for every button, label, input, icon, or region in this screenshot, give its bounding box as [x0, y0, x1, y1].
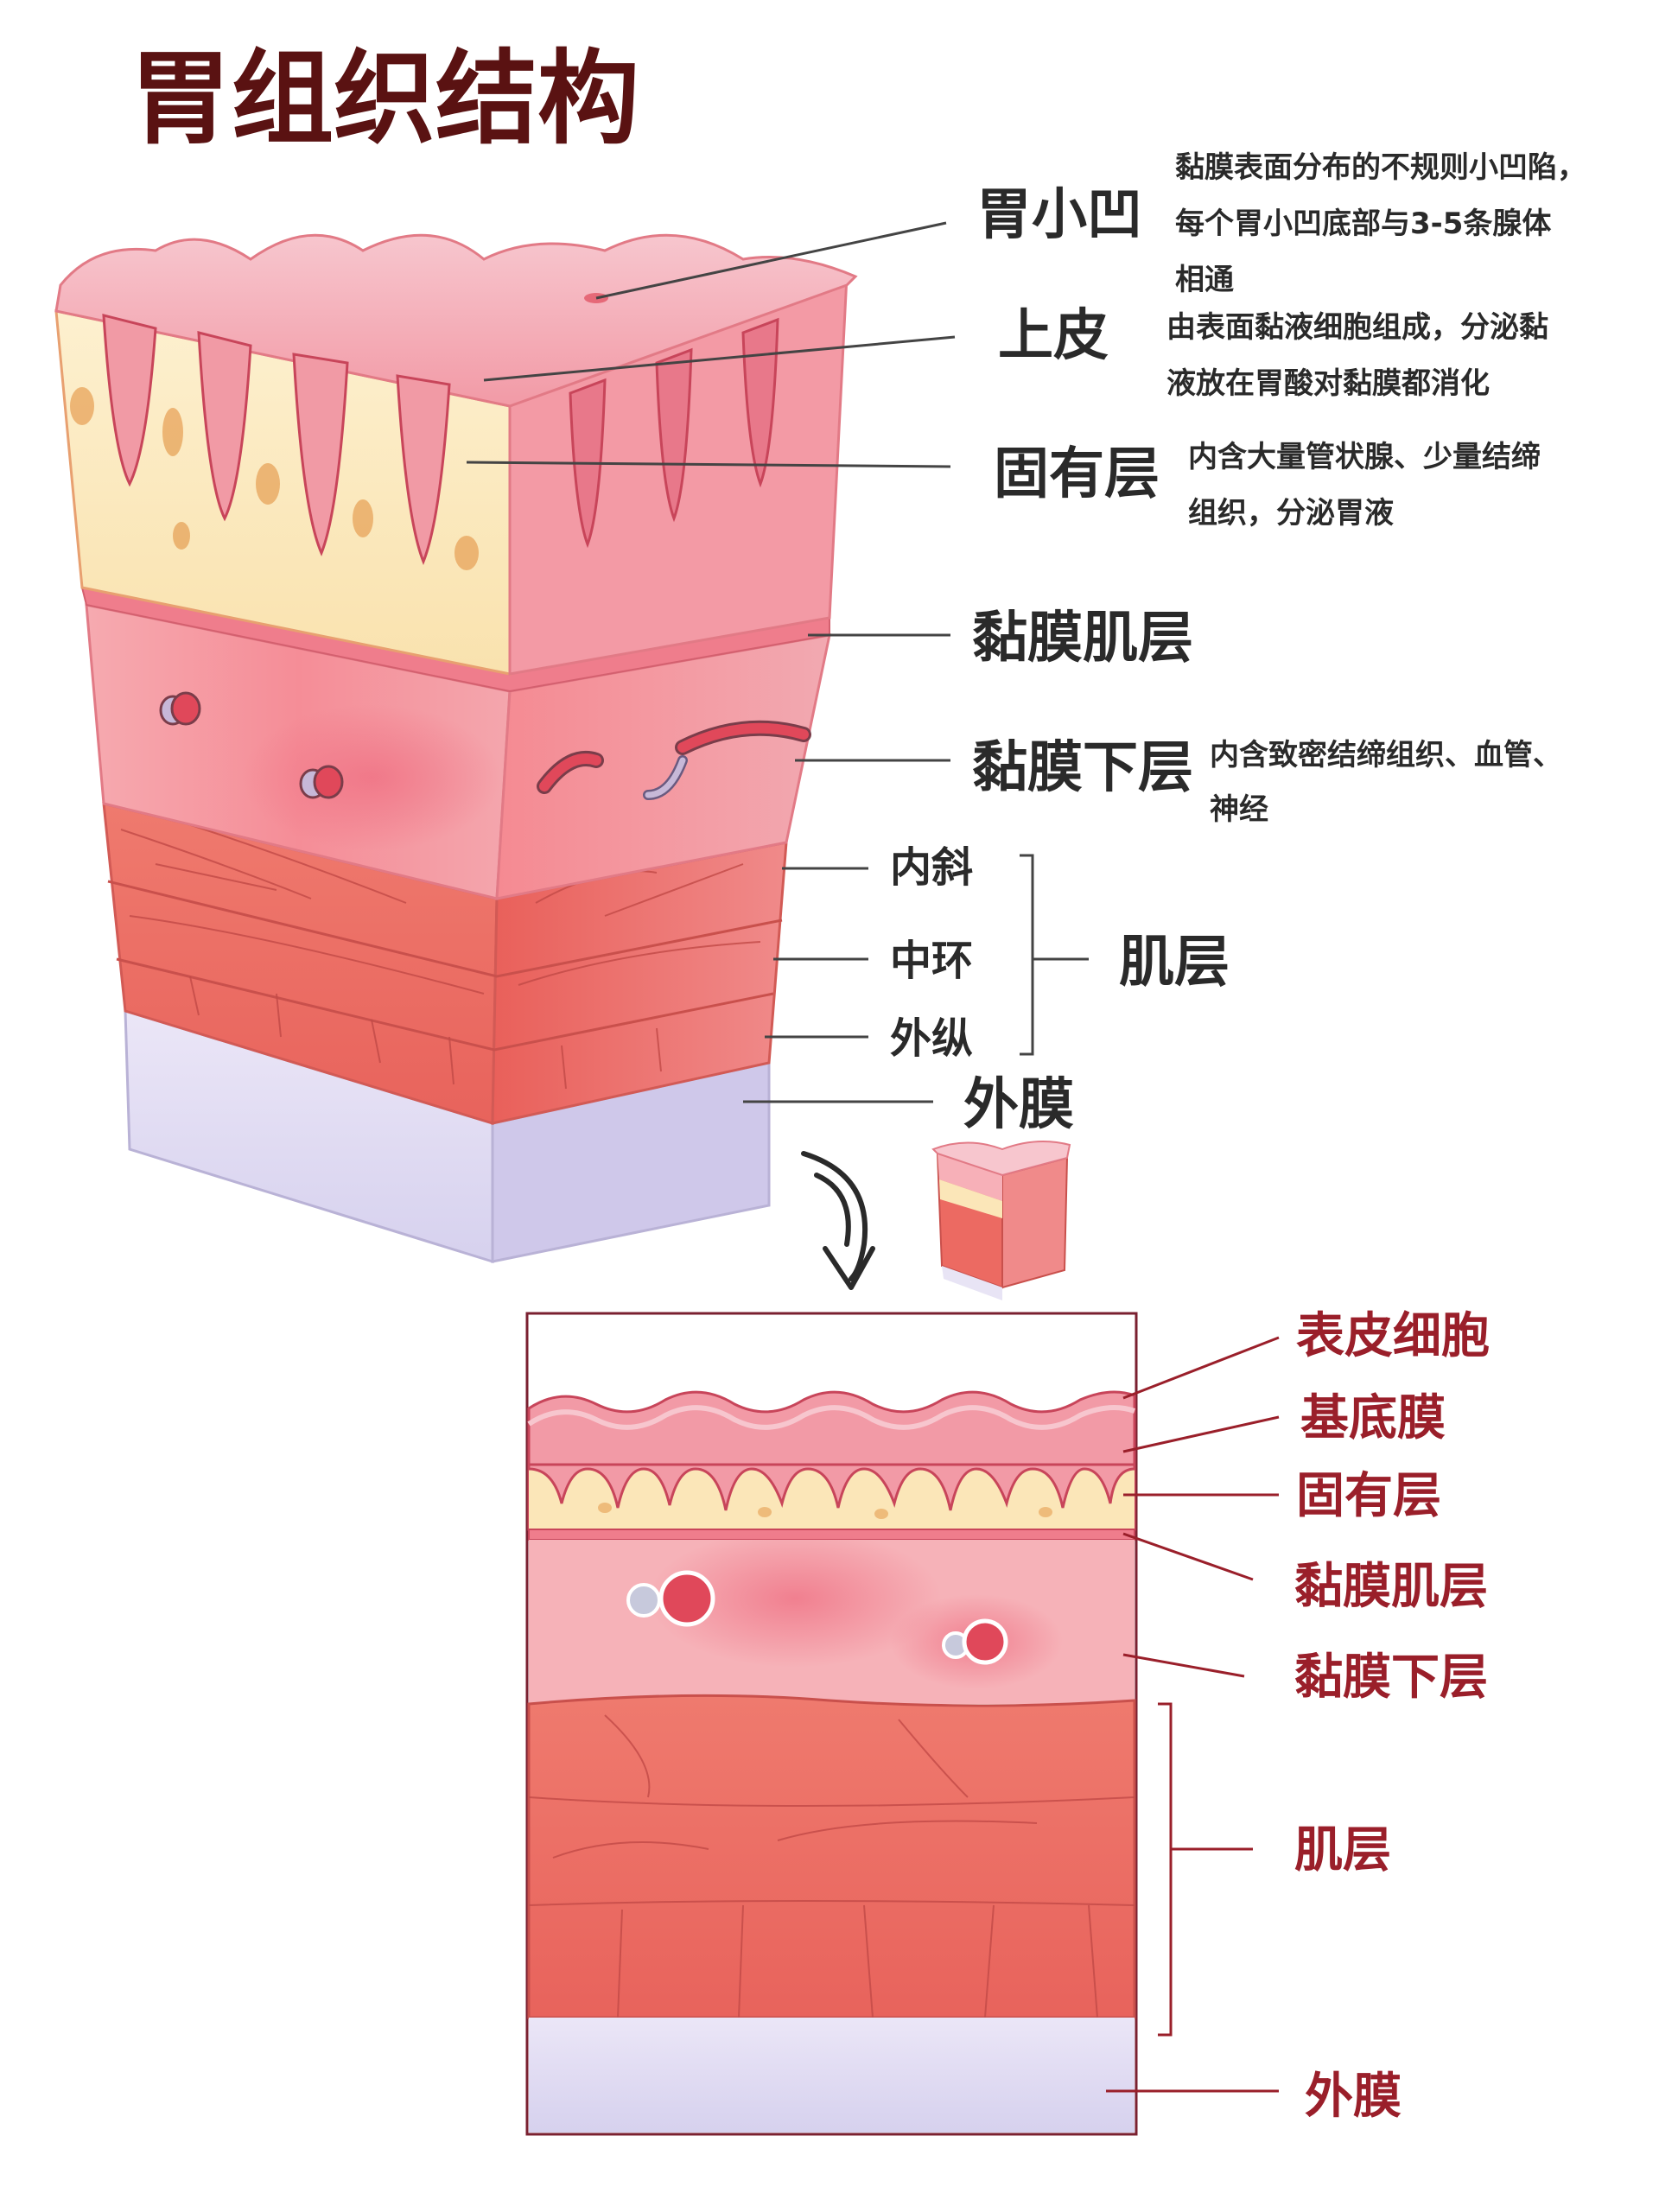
label-serosa: 外膜 [963, 1073, 1074, 1137]
desc-submucosa-line: 内含致密结缔组织、血管、 [1210, 738, 1562, 772]
desc-gastric-pit-line: 相通 [1175, 263, 1234, 297]
section-label-muscularis: 肌层 [1294, 1822, 1391, 1878]
block-gastric-pits [102, 314, 451, 566]
section-label-basement-membrane: 基底膜 [1300, 1390, 1446, 1446]
label-inner-oblique: 内斜 [890, 843, 973, 892]
page-title: 胃组织结构 [130, 39, 639, 158]
block-labels: 胃小凹 上皮 固有层 黏膜肌层 黏膜下层 内斜 中环 外纵 肌层 外膜 [890, 183, 1230, 1137]
desc-gastric-pit-line: 每个胃小凹底部与3-5条腺体 [1175, 207, 1551, 241]
section-label-lamina-propria: 固有层 [1296, 1468, 1441, 1524]
section-basement-membrane [527, 1405, 1136, 1430]
section-leader-lines [1106, 1336, 1280, 2093]
curved-arrow-icon [801, 1151, 875, 1290]
desc-lamina-propria-line: 组织，分泌胃液 [1188, 496, 1394, 531]
desc-gastric-pit-line: 黏膜表面分布的不规则小凹陷， [1175, 150, 1586, 185]
block-blood-vessels [159, 691, 811, 800]
section-submucosa-glow [648, 1529, 942, 1668]
block-mucosa-top [54, 233, 858, 408]
label-epithelium: 上皮 [998, 304, 1109, 368]
tissue-block [54, 233, 858, 1264]
section-blood-vessels [626, 1570, 1008, 1665]
thumbnail-block [931, 1141, 1071, 1300]
label-gastric-pit: 胃小凹 [976, 183, 1142, 247]
desc-lamina-propria-line: 内含大量管状腺、少量结缔 [1188, 440, 1541, 474]
section-label-muscularis-mucosae: 黏膜肌层 [1294, 1559, 1488, 1615]
label-submucosa: 黏膜下层 [972, 736, 1193, 800]
block-leader-lines [466, 221, 1089, 1103]
section-serosa [529, 2018, 1135, 2133]
label-lamina-propria: 固有层 [994, 442, 1160, 506]
section-label-serosa: 外膜 [1305, 2069, 1402, 2125]
desc-submucosa-line: 神经 [1210, 792, 1268, 827]
block-muscle-divider [107, 880, 783, 978]
section-glands [527, 1463, 1136, 1511]
section-label-surface-cells: 表皮细胞 [1296, 1308, 1490, 1364]
cross-section [525, 1312, 1138, 2136]
block-gland-cells [70, 387, 479, 570]
label-middle-circular: 中环 [890, 937, 973, 985]
desc-epithelium-line: 液放在胃酸对黏膜都消化 [1166, 366, 1490, 401]
section-labels: 表皮细胞 基底膜 固有层 黏膜肌层 黏膜下层 肌层 外膜 [1294, 1308, 1490, 2125]
section-muscularis [527, 1694, 1136, 2019]
section-gland-cells [598, 1503, 1052, 1519]
label-muscularis-mucosae: 黏膜肌层 [972, 607, 1193, 671]
section-muscle-fibers [528, 1714, 1135, 2018]
section-label-submucosa: 黏膜下层 [1294, 1649, 1488, 1706]
desc-epithelium-line: 由表面黏液细胞组成，分泌黏 [1166, 310, 1548, 345]
label-muscularis: 肌层 [1119, 931, 1230, 995]
block-muscle-divider [116, 957, 774, 1052]
block-submucosa-glow [242, 704, 501, 851]
block-descriptions: 黏膜表面分布的不规则小凹陷， 每个胃小凹底部与3-5条腺体 相通 由表面黏液细胞… [1166, 150, 1586, 827]
label-outer-longitudinal: 外纵 [890, 1014, 973, 1063]
